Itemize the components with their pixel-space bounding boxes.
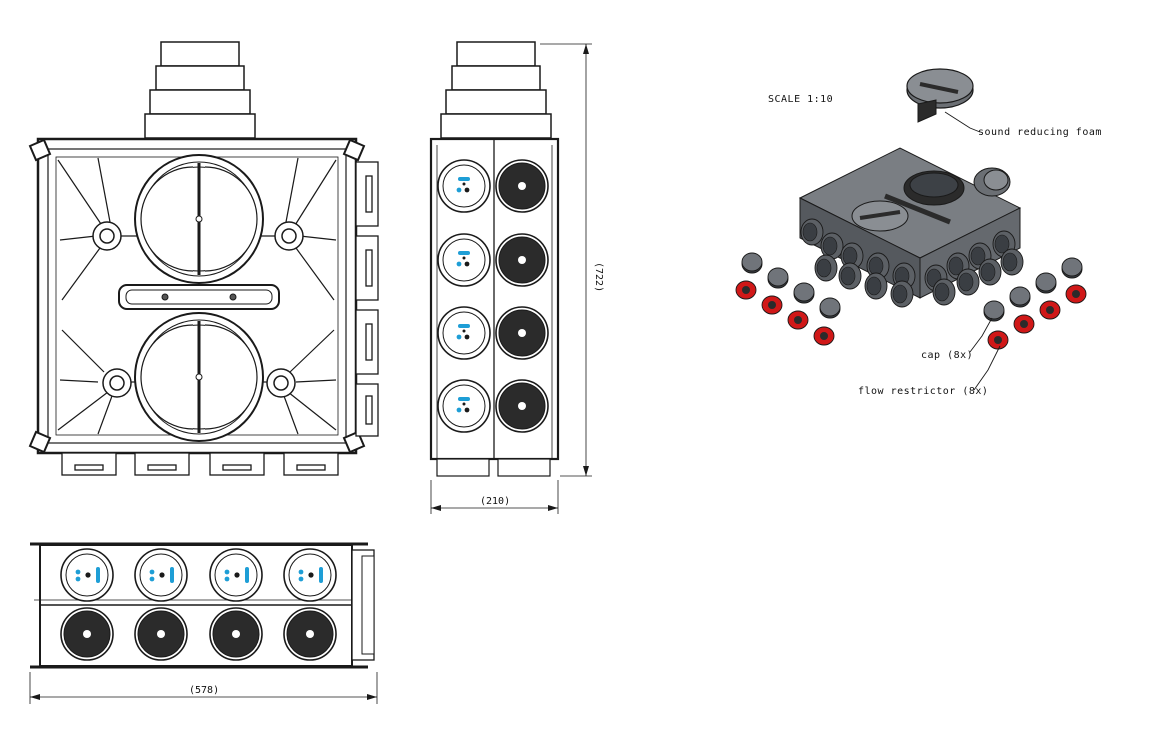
flow-restrictor bbox=[1013, 314, 1035, 334]
bottom-port-rows bbox=[60, 548, 337, 661]
capped-port bbox=[495, 306, 549, 360]
plenum-body bbox=[798, 147, 1022, 299]
cap-callout: cap (8x) bbox=[921, 350, 973, 361]
scale-label: SCALE 1:10 bbox=[768, 94, 833, 105]
flow-restrictor bbox=[813, 326, 835, 346]
capped-port bbox=[60, 607, 114, 661]
plenum-spigot bbox=[838, 262, 862, 290]
plenum-spigot bbox=[1000, 248, 1024, 276]
bottom-view bbox=[30, 542, 375, 669]
side-port-column bbox=[437, 159, 549, 433]
side-top-spigot bbox=[440, 41, 552, 139]
loose-cap bbox=[793, 282, 815, 304]
plenum-spigot bbox=[978, 258, 1002, 286]
loose-cap bbox=[741, 252, 763, 274]
damper-port bbox=[60, 548, 114, 602]
plenum-spigot bbox=[946, 252, 970, 280]
dimension-width-label: (578) bbox=[189, 685, 219, 696]
dimension-depth-label: (210) bbox=[480, 496, 510, 507]
damper-port bbox=[437, 379, 491, 433]
front-top-spigot bbox=[144, 41, 256, 139]
flow-restrictor bbox=[735, 280, 757, 300]
loose-cap bbox=[819, 297, 841, 319]
front-bottom-ports bbox=[61, 452, 339, 476]
loose-cap bbox=[767, 267, 789, 289]
dimension-height-label: (722) bbox=[593, 262, 604, 292]
foam-callout: sound reducing foam bbox=[978, 127, 1102, 138]
dimension-width: (578) bbox=[29, 672, 378, 704]
plenum-spigot bbox=[890, 280, 914, 308]
front-view bbox=[28, 41, 379, 476]
left-caps-and-restrictors bbox=[735, 252, 841, 346]
plenum-spigot bbox=[820, 232, 844, 260]
plenum-spigot bbox=[800, 218, 824, 246]
capped-port bbox=[134, 607, 188, 661]
capped-port bbox=[495, 159, 549, 213]
capped-port bbox=[495, 233, 549, 287]
plenum-spigot bbox=[866, 252, 890, 280]
loose-cap bbox=[1009, 286, 1031, 308]
front-corner-brackets bbox=[28, 138, 366, 454]
right-caps-and-restrictors bbox=[983, 257, 1087, 350]
front-ribs bbox=[57, 157, 337, 435]
flow-restrictor bbox=[1065, 284, 1087, 304]
front-center-bar bbox=[118, 284, 280, 310]
damper-port bbox=[437, 233, 491, 287]
front-damper-lower bbox=[134, 312, 264, 442]
foam-disc bbox=[906, 68, 974, 123]
flow-restrictor bbox=[761, 295, 783, 315]
flow-restrictor bbox=[1039, 300, 1061, 320]
capped-port bbox=[283, 607, 337, 661]
plenum-spigots bbox=[800, 218, 1024, 308]
front-mounting-bosses bbox=[92, 221, 304, 398]
damper-port bbox=[437, 306, 491, 360]
side-bottom-stubs bbox=[436, 458, 551, 477]
isometric-view: SCALE 1:10 sound reducing foam bbox=[735, 68, 1102, 397]
side-view bbox=[429, 41, 560, 477]
capped-port bbox=[209, 607, 263, 661]
plenum-spigot bbox=[956, 268, 980, 296]
restrictor-callout: flow restrictor (8x) bbox=[858, 386, 988, 397]
loose-cap bbox=[983, 300, 1005, 322]
dimension-depth: (210) bbox=[430, 480, 559, 514]
damper-port bbox=[437, 159, 491, 213]
loose-cap bbox=[1035, 272, 1057, 294]
capped-port bbox=[495, 379, 549, 433]
flow-restrictor bbox=[787, 310, 809, 330]
plenum-spigot bbox=[864, 272, 888, 300]
front-side-ports bbox=[355, 161, 379, 437]
dimension-height: (722) bbox=[540, 43, 604, 477]
plenum-spigot bbox=[814, 254, 838, 282]
plenum-spigot bbox=[932, 278, 956, 306]
flow-restrictor bbox=[987, 330, 1009, 350]
loose-cap bbox=[1061, 257, 1083, 279]
damper-port bbox=[209, 548, 263, 602]
front-damper-upper bbox=[134, 154, 264, 284]
damper-port bbox=[134, 548, 188, 602]
damper-port bbox=[283, 548, 337, 602]
